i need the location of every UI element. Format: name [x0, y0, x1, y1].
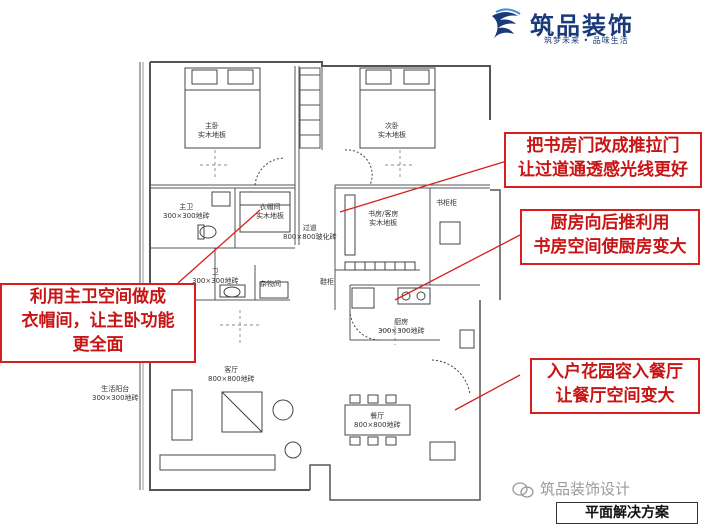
brand-slogan: 筑梦未来 • 品味生活 [544, 36, 629, 45]
room-cloakroom: 衣帽间 实木地板 [256, 203, 284, 220]
room-master-bedroom: 主卧 实木地板 [198, 122, 226, 139]
wave-logo-icon [492, 8, 521, 38]
room-master-bath: 主卫 300×300地砖 [163, 203, 210, 220]
room-shoe-cabinet: 鞋柜 [320, 278, 334, 286]
footer-title: 平面解决方案 [556, 502, 698, 524]
room-study: 书房/客房 实木地板 [368, 210, 399, 227]
room-guest-bath: 卫 300×300地砖 [192, 268, 239, 285]
room-hallway: 过道 800×800玻化砖 [283, 224, 337, 241]
brand-header: 筑品装饰 筑梦未来 • 品味生活 [488, 6, 698, 48]
callout-cloakroom: 利用主卫空间做成 衣帽间，让主卧功能 更全面 [0, 283, 196, 363]
callout-study-door: 把书房门改成推拉门 让过道通透感光线更好 [504, 132, 702, 188]
room-storage: 杂物间 [260, 280, 281, 288]
room-second-bedroom: 次卧 实木地板 [378, 122, 406, 139]
brand-name: 筑品装饰 [530, 12, 634, 40]
room-balcony: 生活阳台 300×300地砖 [92, 385, 139, 402]
callout-dining: 入户花园容入餐厅 让餐厅空间变大 [530, 358, 700, 414]
callout-kitchen: 厨房向后推利用 书房空间使厨房变大 [520, 209, 700, 265]
room-kitchen: 厨房 300×300地砖 [378, 318, 425, 335]
watermark-text: 筑品装饰设计 [540, 480, 631, 498]
room-living: 客厅 800×800地砖 [208, 366, 255, 383]
watermark: 筑品装饰设计 [512, 478, 630, 499]
room-dining: 餐厅 800×800地砖 [354, 412, 401, 429]
room-bookshelf: 书柜柜 [436, 199, 457, 207]
wechat-icon [512, 481, 534, 498]
